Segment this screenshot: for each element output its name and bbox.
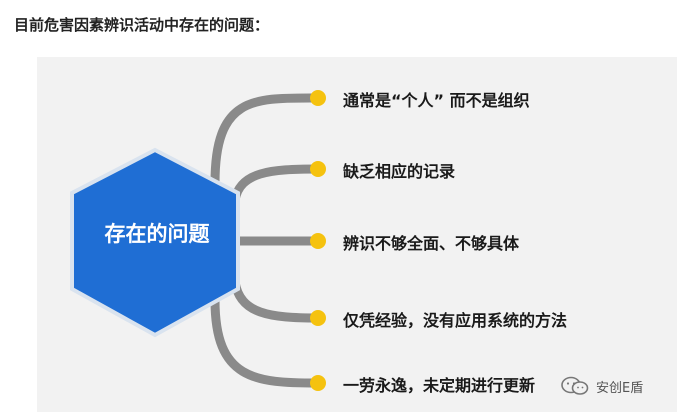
item-label-4: 仅凭经验，没有应用系统的方法 [343, 311, 568, 330]
item-dot-3 [310, 233, 326, 249]
item-dot-1 [310, 90, 326, 106]
center-hexagon [70, 147, 240, 338]
watermark: 安创E盾 [560, 376, 643, 396]
branch-line-4 [230, 277, 323, 323]
page-heading: 目前危害因素辨识活动中存在的问题： [14, 16, 270, 34]
item-dot-2 [310, 161, 326, 177]
item-label-1: 通常是“个人” 而不是组织 [343, 91, 530, 110]
item-dot-5 [310, 375, 326, 391]
watermark-text: 安创E盾 [596, 380, 644, 396]
branch-line-5 [210, 295, 323, 388]
item-label-2: 缺乏相应的记录 [343, 162, 456, 181]
item-label-5: 一劳永逸，未定期进行更新 [343, 376, 536, 395]
branch-line-2 [230, 164, 323, 205]
wechat-icon [561, 376, 589, 395]
item-dot-4 [310, 310, 326, 326]
branch-line-1 [210, 93, 323, 188]
item-label-3: 辨识不够全面、不够具体 [343, 234, 520, 253]
center-label: 存在的问题 [104, 222, 210, 246]
